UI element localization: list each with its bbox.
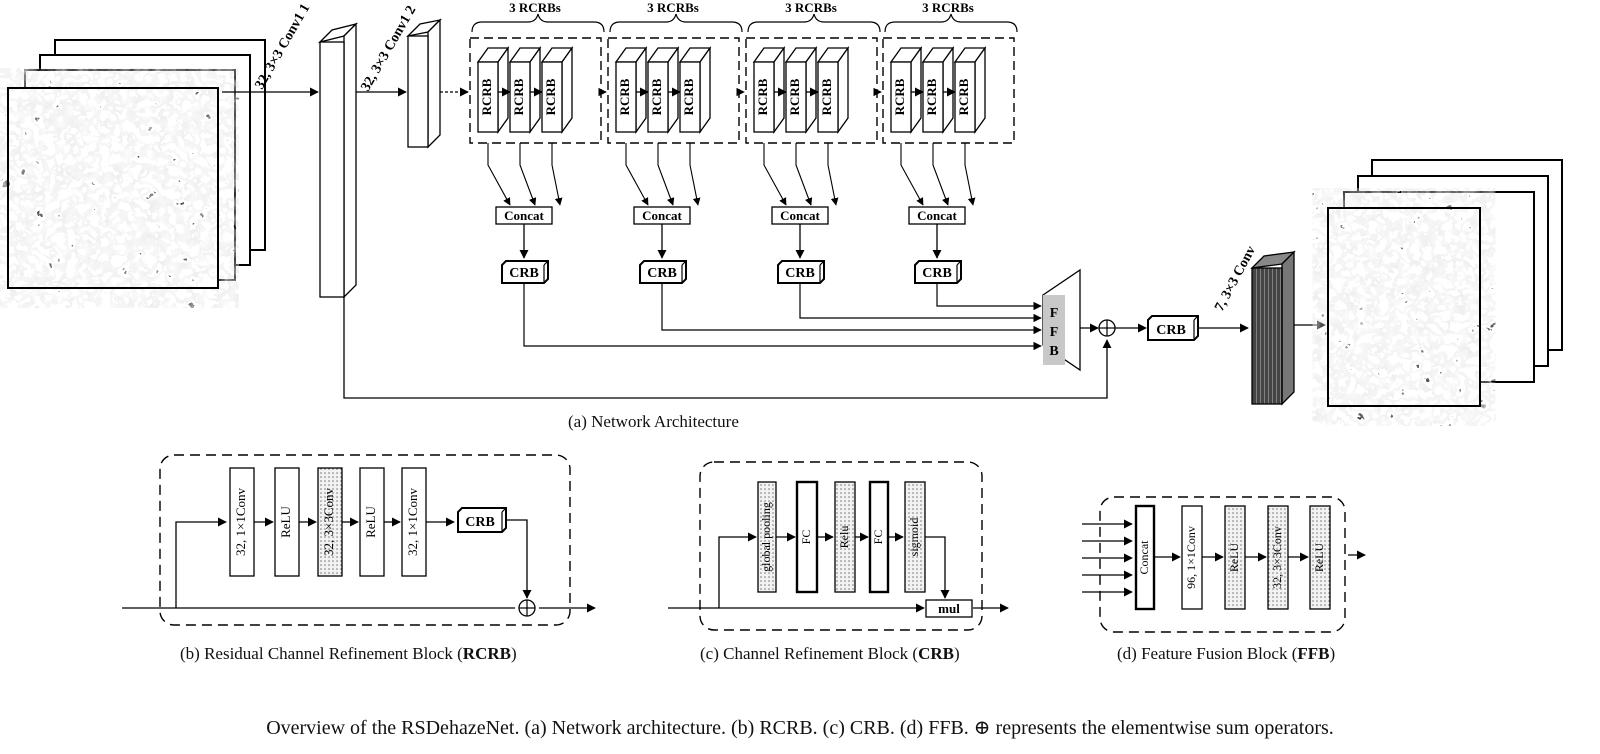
- caption-rcrb: (b) Residual Channel Refinement Block (R…: [180, 644, 517, 664]
- rcrb-block-label: RCRB: [956, 78, 971, 115]
- final-crb-label: CRB: [1156, 323, 1186, 338]
- rcrb-groups: 3 RCRBsRCRB RCRB RCRB ConcatCRB 3 RCRBsRCRB R…: [470, 0, 1041, 346]
- crb-label: CRB: [922, 266, 952, 281]
- rcrb-block-label: RCRB: [617, 78, 632, 115]
- caption-network-architecture: (a) Network Architecture: [568, 412, 739, 432]
- rcrb-block: RCRB: [616, 48, 646, 132]
- rcrb-group-4: 3 RCRBsRCRB RCRB RCRB ConcatCRB: [883, 0, 1041, 306]
- concat-label: Concat: [917, 208, 957, 223]
- input-image-stack: [8, 40, 265, 288]
- rcrb-layer-3-label: 32, 3×3Conv: [321, 488, 336, 557]
- rcrb-block-label: RCRB: [924, 78, 939, 115]
- rcrb-layer-4-label: ReLU: [363, 506, 378, 538]
- ffb-layer-1-label: Concat: [1137, 540, 1151, 575]
- rcrb-block-label: RCRB: [543, 78, 558, 115]
- ffb-layer-2: 96, 1×1Conv: [1182, 506, 1202, 609]
- rcrb-block: RCRB: [955, 48, 985, 132]
- crb-layer-3-label: Relu: [837, 526, 851, 549]
- crb-layer-2: FC: [797, 482, 817, 592]
- concat-label: Concat: [780, 208, 820, 223]
- rcrb-detail-crb: CRB: [458, 508, 506, 532]
- crb-layer-1: global pooling: [758, 482, 776, 592]
- crb-layer-3: Relu: [835, 482, 855, 592]
- crb-label: CRB: [647, 266, 677, 281]
- rcrb-block-label: RCRB: [649, 78, 664, 115]
- ffb-layer-4: 32, 3×3Conv: [1268, 506, 1288, 609]
- rcrb-block: RCRB: [923, 48, 953, 132]
- rcrb-layer-3: 32, 3×3Conv: [318, 468, 342, 576]
- crb-label: CRB: [509, 266, 539, 281]
- rcrb-block-label: RCRB: [511, 78, 526, 115]
- rcrb-block: RCRB: [754, 48, 784, 132]
- concat-label: Concat: [642, 208, 682, 223]
- rcrb-layer-5: 32, 1×1Conv: [402, 468, 426, 576]
- ffb-detail: Concat 96, 1×1Conv ReLU 32, 3×3Conv ReLU: [1082, 497, 1365, 632]
- rcrb-layer-5-label: 32, 1×1Conv: [405, 488, 420, 557]
- rcrb-group-3: 3 RCRBsRCRB RCRB RCRB ConcatCRB: [746, 0, 1041, 318]
- crb-layer-5: sigmoid: [905, 482, 925, 592]
- ffb-layer-5: ReLU: [1310, 506, 1330, 609]
- rcrb-group-1: 3 RCRBsRCRB RCRB RCRB ConcatCRB: [470, 0, 1041, 346]
- rcrb-block: RCRB: [648, 48, 678, 132]
- rcrb-block: RCRB: [786, 48, 816, 132]
- final-conv-layer: [1252, 252, 1294, 404]
- rcrb-block: RCRB: [478, 48, 508, 132]
- rcrb-group-label: 3 RCRBs: [785, 0, 837, 15]
- rcrb-block: RCRB: [680, 48, 710, 132]
- rcrb-block-label: RCRB: [479, 78, 494, 115]
- rcrb-group-label: 3 RCRBs: [647, 0, 699, 15]
- conv1-layer: [320, 24, 356, 297]
- rcrb-layer-2-label: ReLU: [278, 506, 293, 538]
- ffb-layer-2-label: 96, 1×1Conv: [1184, 526, 1198, 589]
- ffb-layer-1: Concat: [1136, 506, 1154, 609]
- rcrb-group-label: 3 RCRBs: [922, 0, 974, 15]
- rcrb-block: RCRB: [510, 48, 540, 132]
- crb-layer-4-label: FC: [871, 530, 885, 545]
- caption-crb: (c) Channel Refinement Block (CRB): [700, 644, 960, 664]
- rcrb-block-label: RCRB: [819, 78, 834, 115]
- rcrb-detail: 32, 1×1Conv ReLU 32, 3×3Conv ReLU 32, 1×1Con…: [122, 455, 595, 625]
- crb-label: CRB: [785, 266, 815, 281]
- rcrb-block: RCRB: [891, 48, 921, 132]
- mul-label: mul: [938, 601, 960, 616]
- rcrb-block-label: RCRB: [787, 78, 802, 115]
- figure-caption: Overview of the RSDehazeNet. (a) Network…: [0, 715, 1600, 740]
- rcrb-block-label: RCRB: [681, 78, 696, 115]
- rcrb-layer-1-label: 32, 1×1Conv: [233, 488, 248, 557]
- ffb-letter-1: F: [1050, 306, 1059, 321]
- rcrb-block-label: RCRB: [892, 78, 907, 115]
- caption-ffb: (d) Feature Fusion Block (FFB): [1117, 644, 1335, 664]
- crb-detail: global pooling FC Relu FC sigmoid mul: [668, 462, 1008, 630]
- crb-layer-1-label: global pooling: [759, 502, 773, 572]
- conv2-layer: [408, 20, 440, 147]
- crb-layer-5-label: sigmoid: [907, 518, 921, 557]
- rcrb-block: RCRB: [542, 48, 572, 132]
- ffb-letter-3: B: [1049, 344, 1058, 359]
- rcrb-block-label: RCRB: [755, 78, 770, 115]
- final-crb: CRB: [1148, 316, 1198, 340]
- rcrb-group-label: 3 RCRBs: [509, 0, 561, 15]
- rcrb-block: RCRB: [818, 48, 848, 132]
- ffb-letter-2: F: [1050, 325, 1059, 340]
- rcrb-layer-2: ReLU: [275, 468, 299, 576]
- ffb-layer-5-label: ReLU: [1312, 543, 1326, 573]
- ffb-layer-3-label: ReLU: [1227, 543, 1241, 573]
- output-image-stack: [1328, 160, 1562, 406]
- ffb-layer-3: ReLU: [1225, 506, 1245, 609]
- rcrb-layer-4: ReLU: [360, 468, 384, 576]
- ffb-block: F F B: [1043, 270, 1080, 370]
- crb-layer-4: FC: [870, 482, 888, 592]
- ffb-layer-4-label: 32, 3×3Conv: [1270, 526, 1284, 589]
- rcrb-layer-1: 32, 1×1Conv: [230, 468, 254, 576]
- crb-layer-2-label: FC: [799, 530, 813, 545]
- rcrb-detail-crb-label: CRB: [465, 515, 495, 530]
- concat-label: Concat: [504, 208, 544, 223]
